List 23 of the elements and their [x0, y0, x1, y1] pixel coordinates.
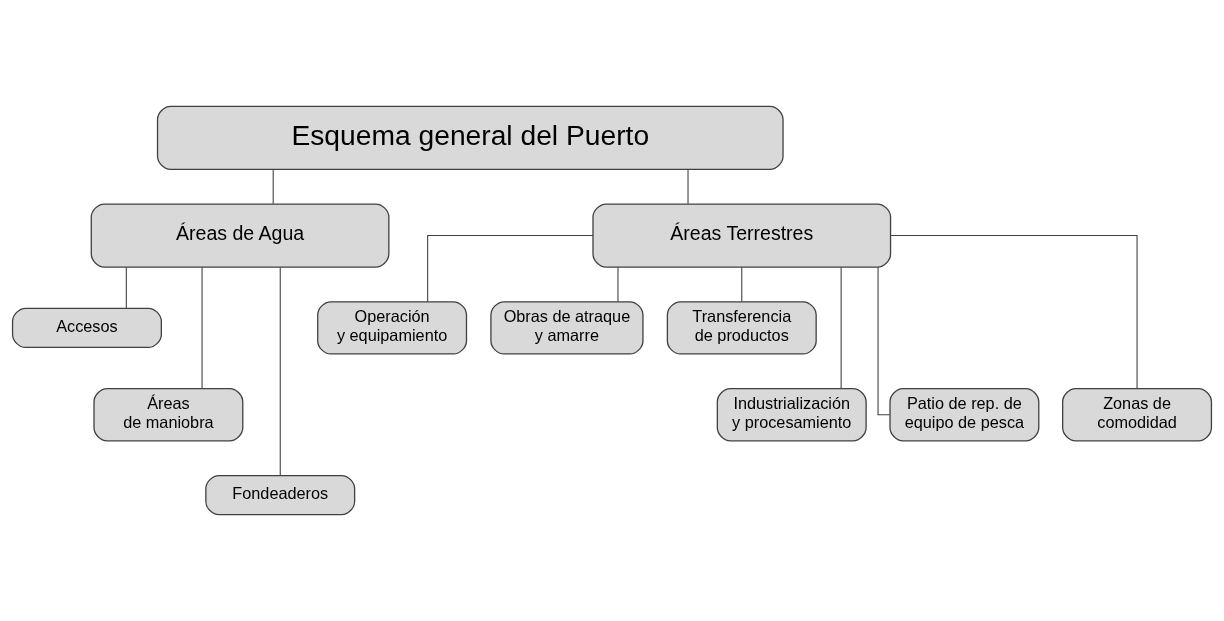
- node-box: Operación y equipamiento: [317, 301, 468, 355]
- node-box: Zonas de comodidad: [1062, 388, 1213, 442]
- connector: [427, 235, 594, 303]
- connector: [125, 266, 127, 309]
- node-box: Áreas Terrestres: [592, 203, 892, 268]
- connector: [272, 169, 274, 205]
- connector: [201, 266, 203, 390]
- connector: [840, 266, 842, 390]
- node-box: Patio de rep. de equipo de pesca: [889, 388, 1040, 442]
- node-box: Áreas de maniobra: [93, 388, 244, 442]
- connector: [279, 266, 281, 476]
- connector: [890, 235, 1138, 389]
- node-box: Obras de atraque y amarre: [490, 301, 644, 355]
- connector: [877, 266, 891, 416]
- node-box: Accesos: [11, 307, 162, 349]
- node-box: Industrialización y procesamiento: [716, 388, 867, 442]
- node-box: Transferencia de productos: [666, 301, 817, 355]
- node-box: Fondeaderos: [205, 474, 356, 516]
- connector: [687, 169, 689, 205]
- connector: [741, 266, 743, 303]
- connector: [617, 266, 619, 303]
- node-box: Esquema general del Puerto: [156, 105, 784, 170]
- node-box: Áreas de Agua: [90, 203, 390, 268]
